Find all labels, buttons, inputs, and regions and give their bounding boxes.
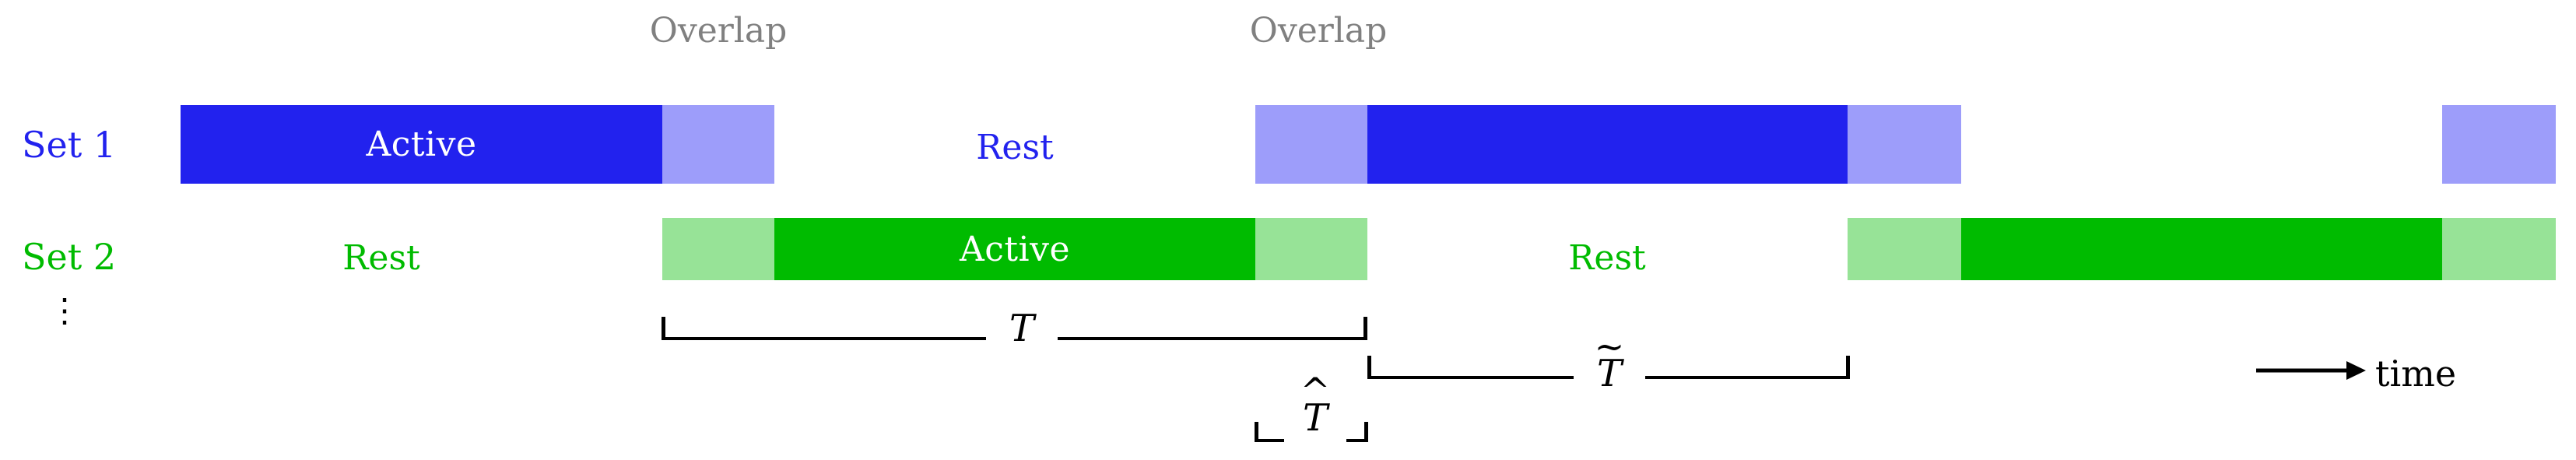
overlap-T-hat-accent: ^ [1300,370,1331,412]
period-T-label: T [1009,310,1034,347]
shift-T-tilde-accent: ~ [1594,325,1625,367]
set-1-segment-overlap [662,105,774,184]
shift-T-tilde-left-tick [1367,356,1371,379]
set-1-segment-overlap [2442,105,2556,184]
overlap-caption-2-text: Overlap [1249,11,1388,51]
overlap-T-hat-symbol: T [1302,396,1328,440]
set-2-segment-active [1961,218,2442,280]
overlap-T-hat-left-tick [1255,422,1258,442]
set-2-segment-overlap [1848,218,1961,280]
set-1-timeline-track: Active [0,105,2576,184]
period-T-left-tick [662,317,665,340]
set-1-segment-overlap [1848,105,1961,184]
overlap-T-hat-rule-right [1346,439,1368,442]
overlap-T-hat-label: ^T [1300,373,1331,440]
time-axis-label: time [2375,353,2457,395]
shift-T-tilde-rule-right [1645,376,1850,379]
set-1-segment-active [1367,105,1848,184]
continuation-dots: ⋮ [48,291,81,329]
shift-T-tilde-label: ~T [1595,328,1625,395]
overlap-T-hat-right-tick [1364,422,1368,442]
shift-T-tilde-right-tick [1846,356,1850,379]
time-axis [2253,352,2370,389]
period-T-symbol: T [1009,307,1035,350]
shift-T-tilde-symbol: T [1596,352,1623,395]
period-T-rule-right [1058,337,1367,340]
set-1-rest-label-1: Rest [976,128,1054,167]
row-label-set-2: Set 2 [22,236,117,278]
set-2-rest-label-1: Rest [342,238,420,278]
set-2-segment-overlap [662,218,774,280]
set-2-segment-overlap [1255,218,1367,280]
row-label-set-1: Set 1 [22,124,117,166]
overlap-T-hat-rule-left [1255,439,1284,442]
period-T-rule-left [662,337,986,340]
time-arrow-icon [2256,361,2366,380]
overlap-caption-1-text: Overlap [649,11,788,51]
period-T-right-tick [1363,317,1367,340]
set-2-segment-overlap [2442,218,2556,280]
set-1-segment-overlap [1255,105,1367,184]
set-2-rest-label-2: Rest [1568,238,1646,278]
shift-T-tilde-rule-left [1367,376,1574,379]
